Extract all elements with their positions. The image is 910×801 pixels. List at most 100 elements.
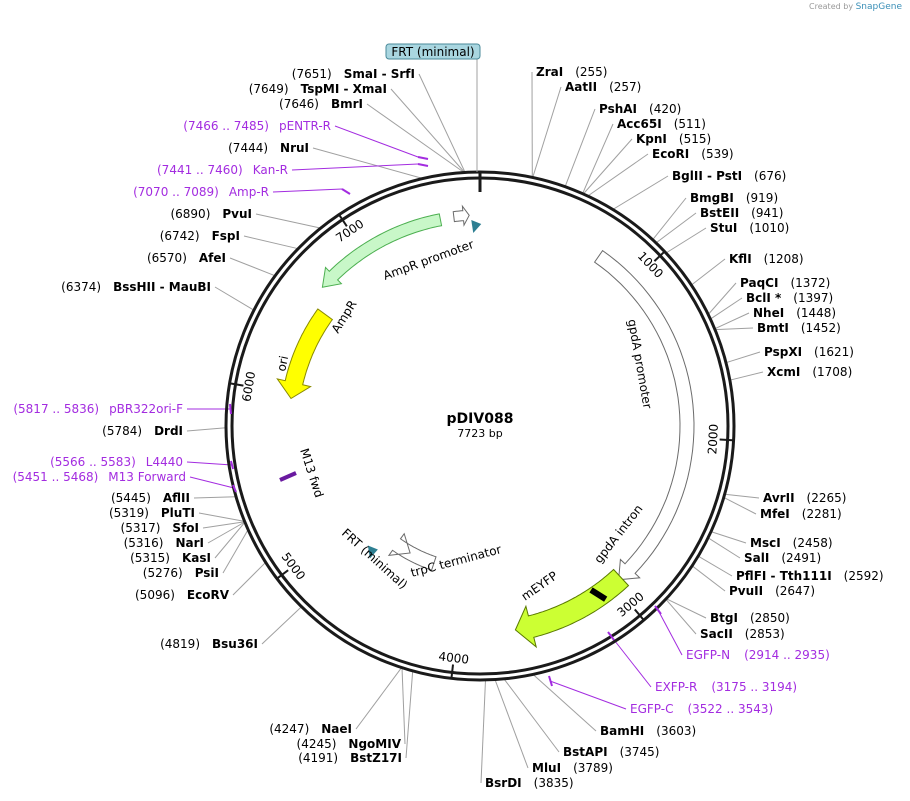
credit-prefix: Created by <box>809 2 854 11</box>
site-leader-bstz17i <box>405 670 414 759</box>
site-label-pshai: PshAI (420) <box>599 102 681 116</box>
site-position: (2853) <box>745 627 785 641</box>
primer-range: (3175 .. 3194) <box>711 680 797 694</box>
primer-bar-egfp-c <box>548 675 553 687</box>
site-position: (1708) <box>812 365 852 379</box>
site-position: (5784) <box>102 424 142 438</box>
site-name: PflFI - Tth111I <box>736 569 832 583</box>
site-position: (6374) <box>61 280 101 294</box>
site-name: SfoI <box>172 521 199 535</box>
site-name: PsiI <box>195 566 219 580</box>
feature-label-frt-minimal: FRT (minimal) <box>339 526 410 592</box>
site-name: PluTI <box>161 506 195 520</box>
site-position: (941) <box>751 206 783 220</box>
site-position: (420) <box>649 102 681 116</box>
primer-bar-pentr-r <box>417 156 429 160</box>
site-leader-tspmi-xmai <box>390 88 466 173</box>
site-leader-bcli <box>710 297 743 320</box>
site-name: KasI <box>182 551 211 565</box>
site-name: FspI <box>212 229 240 243</box>
site-name: BstEII <box>700 206 739 220</box>
plasmid-length: 7723 bp <box>457 427 502 440</box>
site-name: BtgI <box>710 611 738 625</box>
site-leader-pspxi <box>725 351 761 364</box>
primer-name: pENTR-R <box>279 119 331 133</box>
feature-label-ampr-promoter: AmpR promoter <box>381 237 475 283</box>
site-leader-bsu36i <box>261 606 302 645</box>
feature-arrow-m13-fwd <box>279 471 297 482</box>
site-leaders <box>186 71 764 784</box>
site-leader-kpni <box>582 138 633 195</box>
primer-leader-exfp-r <box>610 635 652 688</box>
site-name: Acc65I <box>617 117 662 131</box>
feature-arrow-frt-top <box>471 220 482 234</box>
site-position: (3603) <box>656 724 696 738</box>
site-position: (1452) <box>801 321 841 335</box>
site-name: PshAI <box>599 102 637 116</box>
site-name: NgoMIV <box>348 737 401 751</box>
tick-mark-4000 <box>450 664 455 680</box>
tick-label-4000: 4000 <box>438 649 470 666</box>
site-name: BstZ17I <box>350 751 402 765</box>
site-leader-aflii <box>193 496 237 499</box>
site-leader-naei <box>355 667 403 730</box>
site-position: (255) <box>575 65 607 79</box>
site-position: (1010) <box>749 221 789 235</box>
primer-bar-exfp-r <box>607 631 615 641</box>
site-position: (2647) <box>775 584 815 598</box>
site-label-bsu36i: (4819)Bsu36I <box>160 637 258 651</box>
site-position: (3789) <box>573 761 613 775</box>
site-position: (6890) <box>170 207 210 221</box>
site-leader-kfli <box>690 258 726 286</box>
plasmid-name: pDIV088 <box>447 411 514 427</box>
primer-leader-egfp-c <box>549 680 627 710</box>
site-leader-stui <box>665 227 707 254</box>
primer-leader-kan-r <box>291 163 419 171</box>
site-label-bglii-psti: BglII - PstI(676) <box>672 169 786 183</box>
site-label-bsrdi: BsrDI(3835) <box>485 776 574 790</box>
site-label-bcli: BclI *(1397) <box>746 291 833 305</box>
site-name: MluI <box>532 761 561 775</box>
feature-label-ori: ori <box>274 354 291 372</box>
site-position: (1208) <box>764 252 804 266</box>
site-name: AatII <box>565 80 597 94</box>
site-position: (1621) <box>814 345 854 359</box>
site-name: StuI <box>710 221 737 235</box>
site-label-bsteii: BstEII (941) <box>700 206 783 220</box>
feature-label-ampr: AmpR <box>329 298 360 336</box>
site-position: (1448) <box>796 306 836 320</box>
site-leader-mlui <box>494 679 529 769</box>
primer-range: (5451 .. 5468) <box>13 470 99 484</box>
site-leader-pvui <box>255 213 321 229</box>
site-leader-ngomiv <box>401 667 406 745</box>
site-leader-avrii <box>724 493 760 499</box>
site-name: EcoRI <box>652 147 689 161</box>
feature-arrow-ampr <box>321 213 443 288</box>
site-label-paqci: PaqCI(1372) <box>740 276 830 290</box>
restriction-site-labels: ZraI(255)AatII(257)PshAI(420)Acc65I(511)… <box>61 65 883 790</box>
site-position: (2265) <box>807 491 847 505</box>
primer-label-l4440: (5566 .. 5583)L4440 <box>50 455 183 469</box>
site-position: (4247) <box>269 722 309 736</box>
site-name: BamHI <box>600 724 644 738</box>
site-position: (2491) <box>781 551 821 565</box>
site-label-ecori: EcoRI (539) <box>652 147 734 161</box>
site-leader-smai-srfi <box>418 73 466 173</box>
site-leader-fspi <box>243 235 299 250</box>
feature-arrow-ampr-promoter <box>452 204 470 227</box>
site-leader-pluti <box>198 512 245 522</box>
primer-label-amp-r: (7070 .. 7089)Amp-R <box>133 185 269 199</box>
top-feature-tag: FRT (minimal) <box>385 43 481 172</box>
tick-mark-1000 <box>653 250 667 262</box>
site-label-bmri: (7646)BmrI <box>279 97 363 111</box>
site-name: AfeI <box>199 251 226 265</box>
site-leader-bglii-psti <box>612 175 669 210</box>
primer-range: (7466 .. 7485) <box>183 119 269 133</box>
site-position: (539) <box>701 147 733 161</box>
primer-leader-egfp-n <box>657 609 683 656</box>
primer-label-m13-forward: (5451 .. 5468)M13 Forward <box>13 470 186 484</box>
feature-marker-gpda-intron <box>589 587 608 602</box>
site-leader-bsteii <box>655 212 697 244</box>
site-label-pspxi: PspXI(1621) <box>764 345 854 359</box>
